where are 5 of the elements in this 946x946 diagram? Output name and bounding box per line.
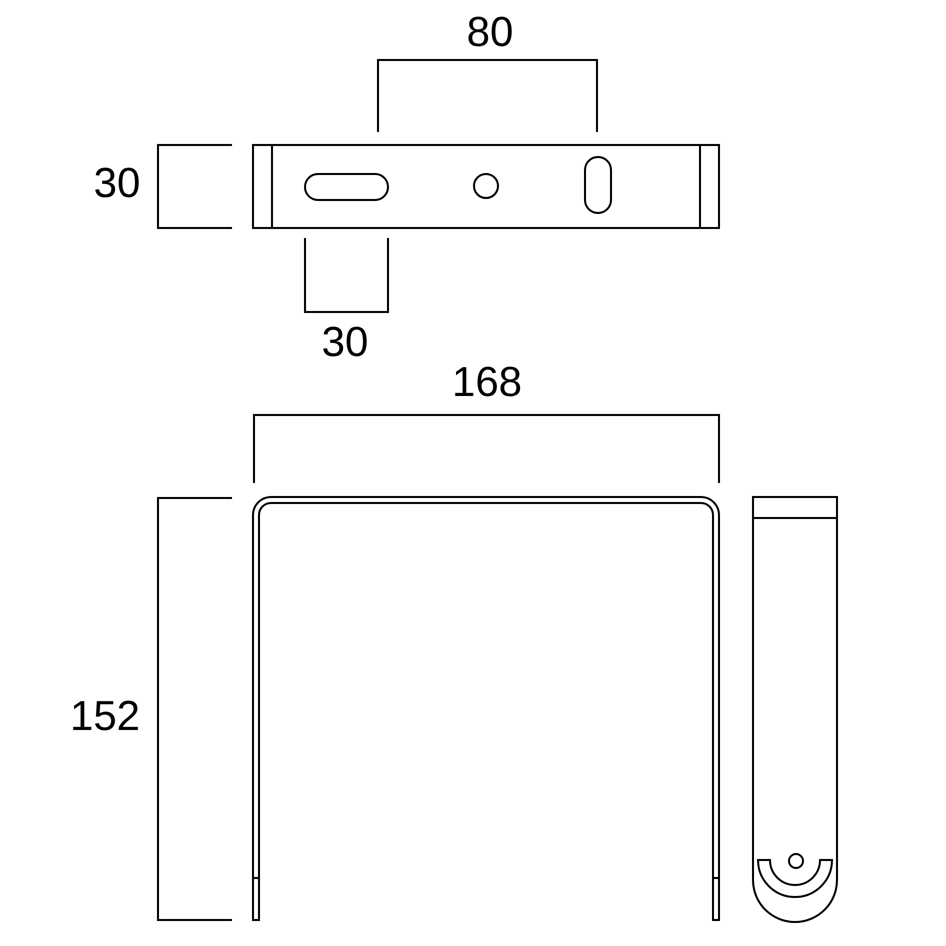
dimension-label: 30 (322, 321, 368, 363)
dimension-label: 30 (94, 162, 140, 204)
dimension-label: 80 (466, 11, 514, 53)
dimension-label: 168 (452, 361, 522, 403)
dimension-label: 152 (70, 695, 140, 737)
